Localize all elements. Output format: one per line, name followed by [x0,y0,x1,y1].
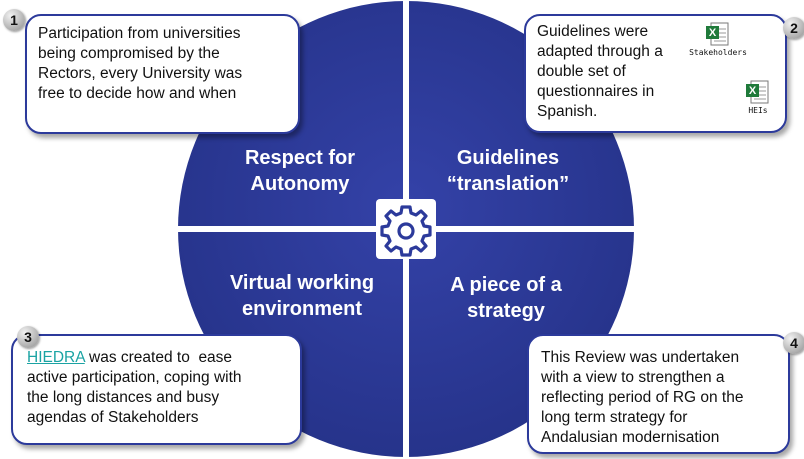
hiedra-link[interactable]: HIEDRA [27,349,85,366]
card-2-line: double set of [537,63,626,80]
card-1-text: Participation from universities being co… [38,24,298,104]
badge-2: 2 [783,17,804,39]
card-3 [11,334,302,445]
card-1-line: being compromised by the [38,45,220,62]
card-3-line: HIEDRA was created to ease [27,348,299,368]
card-1-line: free to decide how and when [38,85,237,102]
svg-text:X: X [709,27,717,39]
excel-file-icon: X [746,80,769,104]
quadrant-top-left-line1: Respect for [244,147,356,169]
heis-attachment[interactable]: X HEIs [735,79,781,115]
card-4-line: long term strategy for [541,409,688,426]
badge-4: 4 [783,332,804,354]
card-2 [524,14,787,133]
card-4-line: reflecting period of RG on the [541,389,744,406]
card-3-line1-rest: was created to ease [84,349,233,366]
quadrant-bottom-left-line2: environment [241,298,363,320]
card-2-line: adapted through a [537,43,663,60]
gear-icon [376,199,436,259]
card-4-text: This Review was undertaken with a view t… [541,348,786,448]
quadrant-top-right-line2: “translation” [446,173,570,195]
card-3-text: HIEDRA was created to ease active partic… [27,348,299,428]
card-2-line: Spanish. [537,103,598,120]
card-4-line: with a view to strengthen a [541,369,725,386]
card-3-line: the long distances and busy [27,389,220,406]
badge-3: 3 [17,326,39,348]
stakeholders-attachment[interactable]: X Stakeholders [682,21,754,57]
card-4 [527,334,790,454]
card-1 [25,14,300,134]
quadrant-bottom-left-line1: Virtual working [229,272,375,294]
quadrant-top-left-label: Respect for Autonomy [222,145,378,197]
card-1-line: Rectors, every University was [38,65,243,82]
card-3-line: active participation, coping with [27,369,242,386]
badge-1: 1 [3,9,25,31]
quadrant-bottom-left-label: Virtual working environment [214,270,390,322]
card-1-line: Participation from universities [38,25,241,42]
card-4-line: Andalusian modernisation [541,429,720,446]
card-3-line: agendas of Stakeholders [27,409,199,426]
card-2-line: Guidelines were [537,23,649,40]
card-4-line: This Review was undertaken [541,349,740,366]
quadrant-bottom-right-label: A piece of a strategy [428,272,584,324]
svg-text:X: X [749,85,757,97]
quadrant-bottom-right-line2: strategy [467,300,545,322]
heis-caption: HEIs [748,106,768,115]
quadrant-bottom-right-line1: A piece of a [450,274,562,296]
quadrant-top-left-line2: Autonomy [250,173,350,195]
quadrant-top-right-line1: Guidelines [456,147,560,169]
card-2-text: Guidelines were adapted through a double… [537,22,687,122]
stakeholders-caption: Stakeholders [689,48,747,57]
card-2-line: questionnaires in [537,83,655,100]
quadrant-top-right-label: Guidelines “translation” [424,145,592,197]
excel-file-icon: X [706,22,729,46]
